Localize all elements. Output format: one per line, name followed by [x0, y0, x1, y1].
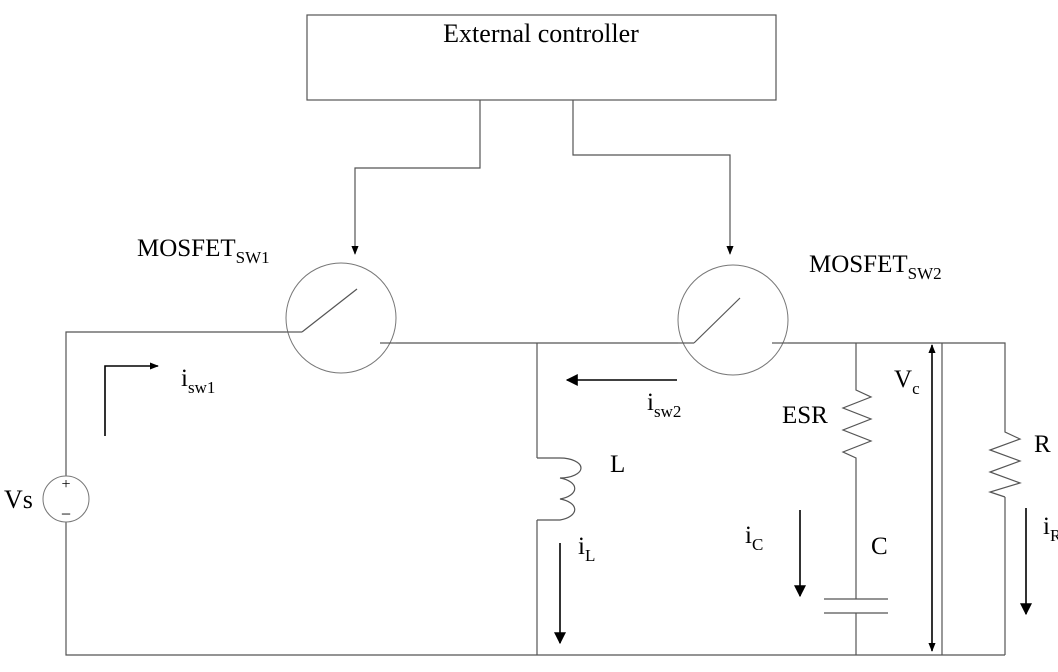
voltage-source — [42, 475, 90, 523]
esr-label: ESR — [782, 402, 828, 429]
il-label: iL — [578, 533, 595, 565]
inductor-symbol — [537, 457, 582, 521]
mosfet-sw1 — [285, 262, 397, 374]
load-label: R — [1034, 431, 1051, 458]
control-line-sw2 — [572, 100, 734, 255]
mosfet-sw1-label: MOSFETSW1 — [137, 235, 270, 267]
circuit-wires — [65, 331, 1006, 656]
control-line-sw1 — [351, 100, 481, 255]
source-label: Vs — [4, 485, 33, 514]
mosfet-sw2-label: MOSFETSW2 — [809, 251, 942, 283]
source-plus: + — [61, 476, 70, 493]
capacitor-label: C — [871, 533, 888, 560]
controller-label: External controller — [443, 19, 639, 48]
capacitor-symbol — [824, 598, 888, 614]
esr-resistor-symbol — [841, 380, 873, 461]
vc-label: Vc — [894, 366, 920, 398]
isw1-label: isw1 — [181, 365, 215, 397]
isw1-arrow — [104, 362, 159, 436]
isw2-label: isw2 — [647, 389, 681, 421]
mosfet-sw2 — [677, 264, 789, 376]
source-minus: − — [61, 504, 71, 524]
load-resistor-symbol — [988, 425, 1022, 498]
ic-label: iC — [745, 522, 763, 554]
controller-box — [306, 14, 777, 101]
ir-label: iR — [1043, 513, 1058, 545]
inductor-label: L — [610, 451, 625, 478]
